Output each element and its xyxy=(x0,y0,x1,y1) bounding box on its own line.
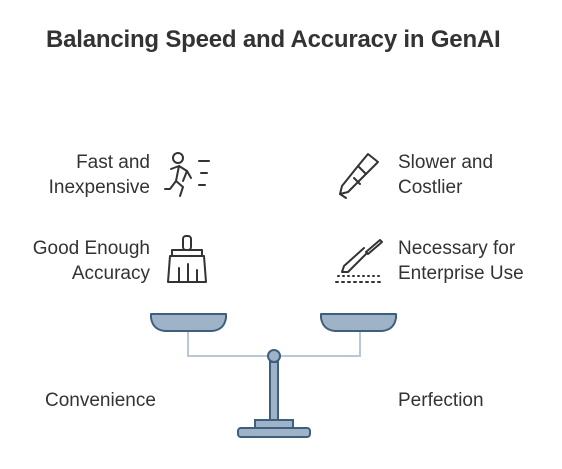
scale-pole xyxy=(269,361,279,423)
left-item-fast-line2: Inexpensive xyxy=(48,177,150,198)
left-item-accuracy-line2: Accuracy xyxy=(71,263,150,284)
chisel-icon xyxy=(334,150,386,200)
right-item-slower-line2: Costlier xyxy=(398,177,463,198)
left-item-accuracy-line1: Good Enough xyxy=(32,238,150,259)
scale-base-top xyxy=(254,419,294,429)
right-item-enterprise-line1: Necessary for xyxy=(398,238,516,259)
scale-base-bottom xyxy=(237,427,311,438)
left-item-fast: Fast and Inexpensive xyxy=(49,150,150,200)
scale-right-arm xyxy=(276,326,361,357)
scale-left-pan xyxy=(150,313,227,332)
running-person-icon xyxy=(163,151,213,199)
scale-left-arm xyxy=(187,326,272,357)
right-item-enterprise: Necessary for Enterprise Use xyxy=(398,236,524,286)
right-item-enterprise-line2: Enterprise Use xyxy=(398,263,524,284)
scale-pivot xyxy=(267,349,281,363)
diagram-title: Balancing Speed and Accuracy in GenAI xyxy=(46,26,501,53)
left-item-accuracy: Good Enough Accuracy xyxy=(33,236,150,286)
right-item-slower-line1: Slower and xyxy=(398,152,494,173)
right-item-slower: Slower and Costlier xyxy=(398,150,493,200)
scale-right-pan xyxy=(320,313,397,332)
scalpel-icon xyxy=(334,236,386,286)
paintbrush-icon xyxy=(164,234,212,286)
left-item-fast-line1: Fast and xyxy=(76,152,150,173)
right-bottom-label: Perfection xyxy=(398,390,484,411)
left-bottom-label: Convenience xyxy=(45,390,156,411)
